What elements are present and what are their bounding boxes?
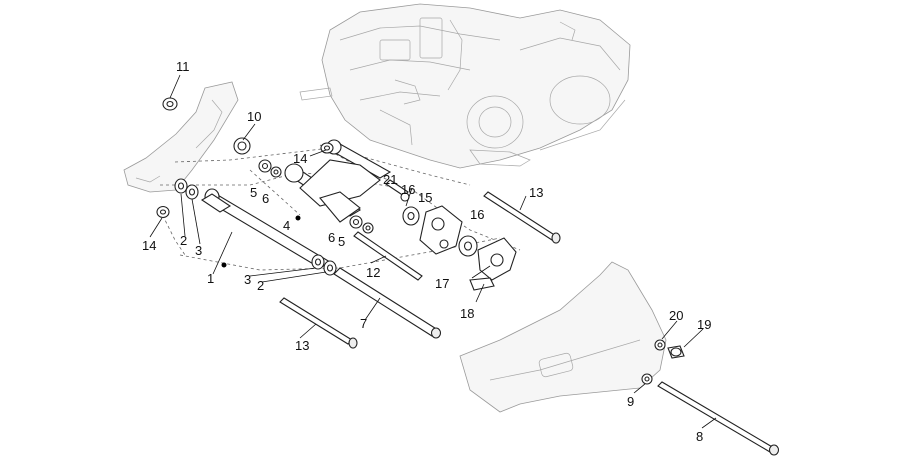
swing-arm-part-4 xyxy=(284,139,392,223)
nut-part-11 xyxy=(162,97,178,111)
callout-2-upper: 2 xyxy=(180,233,187,248)
right-frame-cover xyxy=(459,261,667,413)
callout-17: 17 xyxy=(435,276,449,291)
callout-19: 19 xyxy=(697,317,711,332)
callout-7: 7 xyxy=(360,316,367,331)
callout-10: 10 xyxy=(247,109,261,124)
callout-13-upper: 13 xyxy=(529,185,543,200)
washers-part-5-6-upper xyxy=(258,159,282,178)
washer-right-lower xyxy=(311,254,337,276)
callout-18: 18 xyxy=(460,306,474,321)
engine-ghost xyxy=(299,3,631,169)
callout-20: 20 xyxy=(669,308,683,323)
washer-left-upper xyxy=(174,178,199,200)
callout-14-upper: 14 xyxy=(293,151,307,166)
bush-part-10 xyxy=(233,137,251,155)
bolt-part-21 xyxy=(385,179,410,202)
callout-1: 1 xyxy=(207,271,214,286)
bracket-part-15 xyxy=(419,205,463,255)
callout-6-middle: 6 xyxy=(328,230,335,245)
callout-13-lower: 13 xyxy=(295,338,309,353)
bolt-part-7 xyxy=(333,267,442,339)
callout-21: 21 xyxy=(383,172,397,187)
callout-12: 12 xyxy=(366,265,380,280)
washers-part-5-6-middle xyxy=(349,215,374,234)
callout-16-lower: 16 xyxy=(470,207,484,222)
callout-16-upper: 16 xyxy=(401,182,415,197)
nut-part-14-left xyxy=(156,205,170,219)
cover-part-18 xyxy=(469,237,517,291)
bolt-part-13-lower xyxy=(279,297,358,349)
callout-2-lower: 2 xyxy=(257,278,264,293)
pin-part-12 xyxy=(353,231,423,281)
callout-6-upper: 6 xyxy=(262,191,269,206)
leader-lines xyxy=(149,74,717,429)
callout-4: 4 xyxy=(283,218,290,233)
bolt-part-8 xyxy=(657,381,780,456)
callout-9: 9 xyxy=(627,394,634,409)
spacer-part-16-lower xyxy=(458,235,478,257)
bolt-part-13-upper xyxy=(483,191,561,244)
left-frame-bracket xyxy=(123,81,239,193)
spacer-tube-part-1 xyxy=(200,188,332,269)
callout-5-middle: 5 xyxy=(338,234,345,249)
callout-5-upper: 5 xyxy=(250,185,257,200)
callout-3-lower: 3 xyxy=(244,272,251,287)
washer-part-9 xyxy=(641,373,653,385)
callout-14-left: 14 xyxy=(142,238,156,253)
callout-3-upper: 3 xyxy=(195,243,202,258)
callout-labels: 11 10 14 21 16 15 13 5 6 16 4 6 5 2 3 14… xyxy=(142,59,711,444)
callout-11: 11 xyxy=(176,59,190,74)
washer-part-20 xyxy=(654,339,666,351)
screw-part-19 xyxy=(667,345,685,359)
callout-8: 8 xyxy=(696,429,703,444)
spacer-part-16-upper xyxy=(402,206,420,226)
callout-15: 15 xyxy=(418,190,432,205)
